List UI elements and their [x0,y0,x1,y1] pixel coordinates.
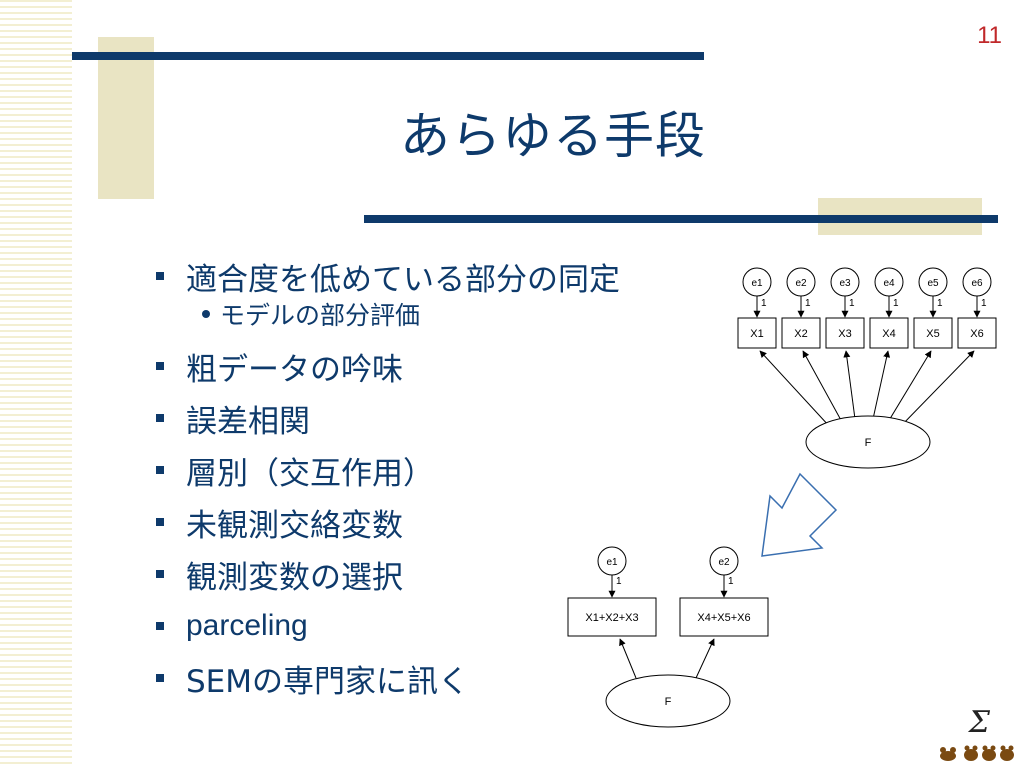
path-label: 1 [805,298,811,309]
square-bullet-icon [156,414,164,422]
path-label: 1 [616,576,622,587]
square-bullet-icon [156,570,164,578]
error-label: e1 [606,557,618,568]
bullet-text: parceling [186,609,308,642]
indicator-label: X1+X2+X3 [585,612,638,624]
error-label: e2 [718,557,730,568]
transform-arrow-icon [761,472,838,557]
bullet-item: SEMの専門家に訊く [150,652,740,704]
path-label: 1 [893,298,899,309]
error-label: e4 [883,278,895,289]
bullet-list: 適合度を低めている部分の同定 モデルの部分評価 粗データの吟味 誤差相関 層別（… [150,250,740,704]
path-label: 1 [728,576,734,587]
error-label: e3 [839,278,851,289]
indicator-node [679,597,769,637]
bullet-item: 層別（交互作用） [150,444,740,496]
bullet-item: 観測変数の選択 [150,548,740,600]
square-bullet-icon [156,362,164,370]
indicator-label: X4+X5+X6 [697,612,750,624]
path-label: 1 [761,298,767,309]
path-label: 1 [981,298,987,309]
sub-bullet-text: モデルの部分評価 [220,301,421,330]
title-bottom-rule [364,215,998,223]
bullet-text: 適合度を低めている部分の同定 [186,261,620,298]
sub-bullet-item: モデルの部分評価 [150,294,740,334]
factor-label: F [865,437,872,449]
error-paths [608,575,728,598]
title-top-rule [72,52,704,60]
bullet-item: parceling [150,600,740,652]
slide-title: あらゆる手段 [400,107,706,165]
left-stripe-decoration [0,0,72,768]
bullet-text: 未観測交絡変数 [186,507,403,544]
three-bears-logo-icon [940,745,1014,761]
indicator-label: X1 [750,328,763,340]
indicator-nodes: X1 X2 X3 X4 X5 X6 [737,317,997,349]
bullet-item: 粗データの吟味 [150,340,740,392]
error-label: e5 [927,278,939,289]
indicator-label: X3 [838,328,851,340]
sigma-logo-icon: Σ [968,705,990,740]
square-bullet-icon [156,272,164,280]
factor-label: F [665,696,672,708]
title-accent-square [98,37,154,199]
path-coefficients: 1 1 1 1 1 1 [761,298,987,309]
indicator-node [567,597,657,637]
path-label: 1 [849,298,855,309]
path-label: 1 [937,298,943,309]
square-bullet-icon [156,466,164,474]
bullet-text: 観測変数の選択 [186,559,403,596]
error-nodes: e1 e2 e3 e4 e5 e6 [742,267,992,297]
square-bullet-icon [156,622,164,630]
diagram-parceled-model: e1 e2 1 1 X1+X2+X3 X4+X5+X6 F [567,546,769,728]
bullet-text: 誤差相関 [186,403,310,440]
bullet-text: SEMの専門家に訊く [186,663,470,700]
page-number: 11 [977,22,1002,49]
error-paths [753,296,981,318]
indicator-label: X6 [970,328,983,340]
error-label: e1 [751,278,763,289]
square-bullet-icon [156,674,164,682]
bullet-item: 適合度を低めている部分の同定 [150,250,740,302]
bullet-item: 未観測交絡変数 [150,496,740,548]
bullet-item: 誤差相関 [150,392,740,444]
loading-paths [619,638,715,679]
indicator-label: X4 [882,328,895,340]
bullet-text: 層別（交互作用） [186,455,434,492]
indicator-label: X5 [926,328,939,340]
loading-paths [759,350,975,428]
factor-node [605,674,731,728]
bullet-text: 粗データの吟味 [186,351,403,388]
error-label: e2 [795,278,807,289]
diagram-six-indicator-model: e1 e2 e3 e4 e5 e6 1 1 1 1 1 1 X1 X2 X3 X… [737,267,997,469]
indicator-label: X2 [794,328,807,340]
square-bullet-icon [156,518,164,526]
factor-node [805,415,931,469]
round-bullet-icon [202,310,210,318]
error-label: e6 [971,278,983,289]
